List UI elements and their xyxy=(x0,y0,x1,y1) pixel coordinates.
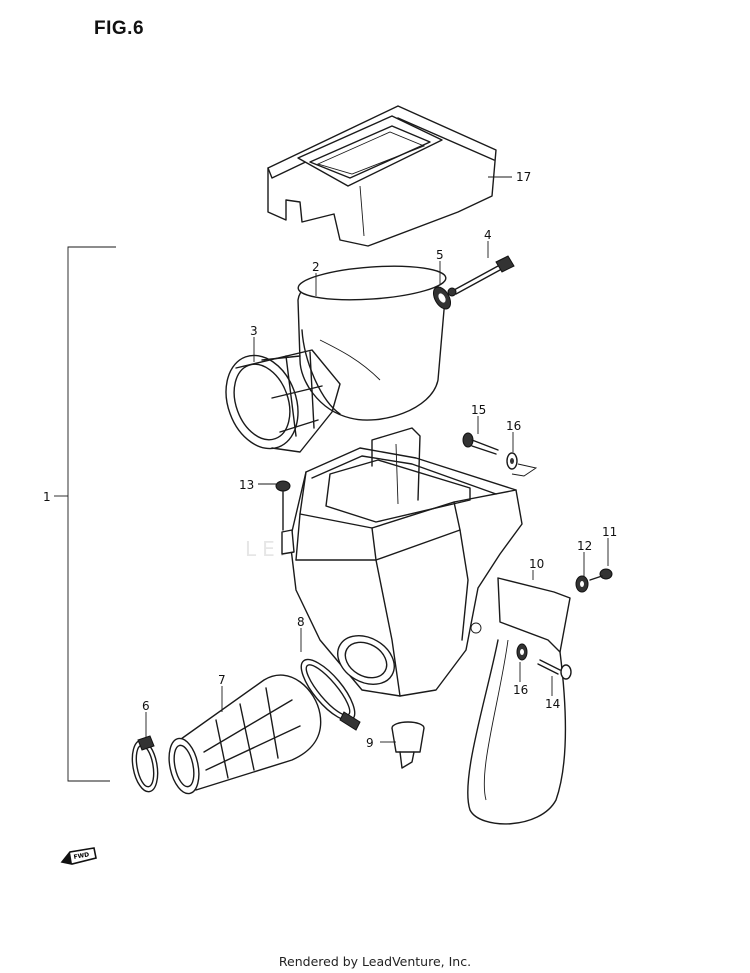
bolt-part-14 xyxy=(537,659,572,680)
bracket-part-10 xyxy=(467,577,571,825)
part-labels: 1 2 3 4 5 6 7 8 9 10 11 12 13 14 15 16 1… xyxy=(43,170,617,750)
air-box-housing xyxy=(281,427,523,697)
washer-part-5 xyxy=(432,286,452,310)
part-label-14: 14 xyxy=(545,697,560,711)
part-label-10: 10 xyxy=(529,557,544,571)
clamp-part-8 xyxy=(300,658,361,731)
forward-arrow-icon: FWD xyxy=(60,847,97,865)
part-label-7: 7 xyxy=(218,673,226,687)
filter-cage-part-3 xyxy=(225,349,341,453)
assembly-bracket xyxy=(54,246,116,782)
drain-part-9 xyxy=(391,721,425,769)
washer-part-16-lower xyxy=(516,643,528,661)
part-label-12: 12 xyxy=(577,539,592,553)
bolt-part-11 xyxy=(589,568,613,581)
part-label-6: 6 xyxy=(142,699,150,713)
fwd-label: FWD xyxy=(73,851,90,861)
part-label-4: 4 xyxy=(484,228,492,242)
leader-lines xyxy=(145,176,609,743)
part-label-5: 5 xyxy=(436,248,444,262)
cover-part-17 xyxy=(267,105,497,247)
washer-part-16-upper xyxy=(506,452,538,477)
figure-title: FIG.6 xyxy=(94,18,145,39)
part-label-15: 15 xyxy=(471,403,486,417)
part-label-13: 13 xyxy=(239,478,254,492)
part-label-11: 11 xyxy=(602,525,617,539)
washer-part-12 xyxy=(575,575,589,593)
intake-boot-part-7 xyxy=(168,674,322,795)
part-label-8: 8 xyxy=(297,615,305,629)
hose-clamp-part-6 xyxy=(131,735,159,793)
bolt-part-15 xyxy=(462,432,499,455)
footer-credit: Rendered by LeadVenture, Inc. xyxy=(278,954,472,969)
bolt-part-4 xyxy=(447,255,515,297)
filter-element-part-2 xyxy=(297,265,447,421)
part-label-17: 17 xyxy=(516,170,531,184)
screw-part-13 xyxy=(275,480,291,531)
part-label-16-lower: 16 xyxy=(513,683,528,697)
part-label-1: 1 xyxy=(43,490,51,504)
part-label-16-upper: 16 xyxy=(506,419,521,433)
part-label-2: 2 xyxy=(312,260,320,274)
part-label-3: 3 xyxy=(250,324,258,338)
part-label-9: 9 xyxy=(366,736,374,750)
